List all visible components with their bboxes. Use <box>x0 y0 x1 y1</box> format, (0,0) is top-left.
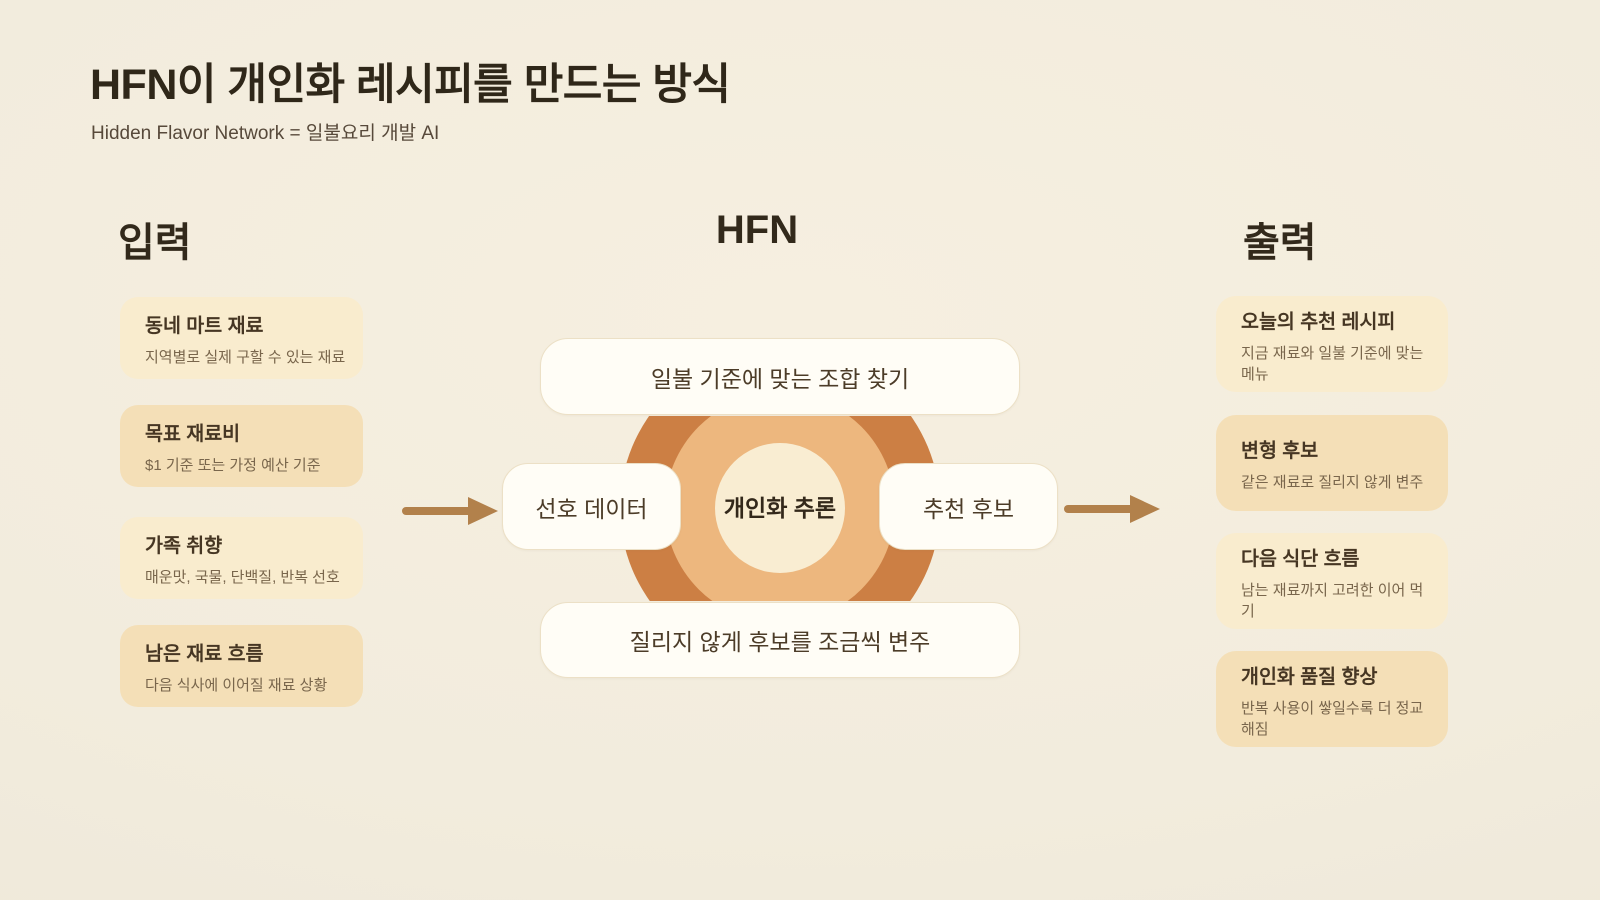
arrow-right-icon <box>1064 495 1160 523</box>
card-title: 다음 식단 흐름 <box>1241 547 1360 570</box>
hfn-step-candidates: 추천 후보 <box>879 463 1058 550</box>
input-section-heading: 입력 <box>118 221 192 265</box>
output-card-today-recipe: 오늘의 추천 레시피 지금 재료와 일불 기준에 맞는 메뉴 <box>1216 296 1448 392</box>
output-card-personalization-quality: 개인화 품질 향상 반복 사용이 쌓일수록 더 정교해짐 <box>1216 651 1448 747</box>
card-title: 목표 재료비 <box>145 423 241 445</box>
card-subtitle: $1 기준 또는 가정 예산 기준 <box>145 457 321 474</box>
arrow-right-icon <box>402 497 498 525</box>
card-subtitle: 남는 재료까지 고려한 이어 먹기 <box>1241 581 1424 620</box>
card-subtitle: 지역별로 실제 구할 수 있는 재료 <box>145 349 346 366</box>
hfn-step-find-combinations: 일불 기준에 맞는 조합 찾기 <box>540 338 1020 415</box>
hfn-rings: 개인화 추론 <box>560 416 1000 601</box>
output-card-next-meal-flow: 다음 식단 흐름 남는 재료까지 고려한 이어 먹기 <box>1216 533 1448 629</box>
inner-core-circle <box>715 443 845 573</box>
input-card-family-taste: 가족 취향 매운맛, 국물, 단백질, 반복 선호 <box>120 517 363 599</box>
card-title: 남은 재료 흐름 <box>145 643 264 665</box>
hfn-step-preference-data: 선호 데이터 <box>502 463 681 550</box>
page-title: HFN이 개인화 레시피를 만드는 방식 <box>90 61 731 109</box>
card-title: 동네 마트 재료 <box>145 315 264 337</box>
card-title: 가족 취향 <box>145 535 223 557</box>
card-subtitle: 반복 사용이 쌓일수록 더 정교해짐 <box>1241 699 1424 738</box>
page-subtitle: Hidden Flavor Network = 일불요리 개발 AI <box>91 123 440 144</box>
card-subtitle: 같은 재료로 질리지 않게 변주 <box>1241 474 1424 491</box>
input-card-market-ingredients: 동네 마트 재료 지역별로 실제 구할 수 있는 재료 <box>120 297 363 379</box>
card-subtitle: 지금 재료와 일불 기준에 맞는 메뉴 <box>1241 344 1424 383</box>
input-card-target-cost: 목표 재료비 $1 기준 또는 가정 예산 기준 <box>120 405 363 487</box>
card-title: 변형 후보 <box>1241 440 1319 462</box>
card-subtitle: 다음 식사에 이어질 재료 상황 <box>145 677 328 694</box>
hfn-center-label: 개인화 추론 <box>723 495 837 521</box>
input-card-leftover-flow: 남은 재료 흐름 다음 식사에 이어질 재료 상황 <box>120 625 363 707</box>
hfn-section-heading: HFN <box>715 208 799 252</box>
output-section-heading: 출력 <box>1243 221 1317 265</box>
card-title: 개인화 품질 향상 <box>1241 665 1378 688</box>
hfn-step-variation: 질리지 않게 후보를 조금씩 변주 <box>540 602 1020 678</box>
card-subtitle: 매운맛, 국물, 단백질, 반복 선호 <box>145 569 340 586</box>
card-title: 오늘의 추천 레시피 <box>1241 310 1396 333</box>
output-card-variant-candidates: 변형 후보 같은 재료로 질리지 않게 변주 <box>1216 415 1448 511</box>
